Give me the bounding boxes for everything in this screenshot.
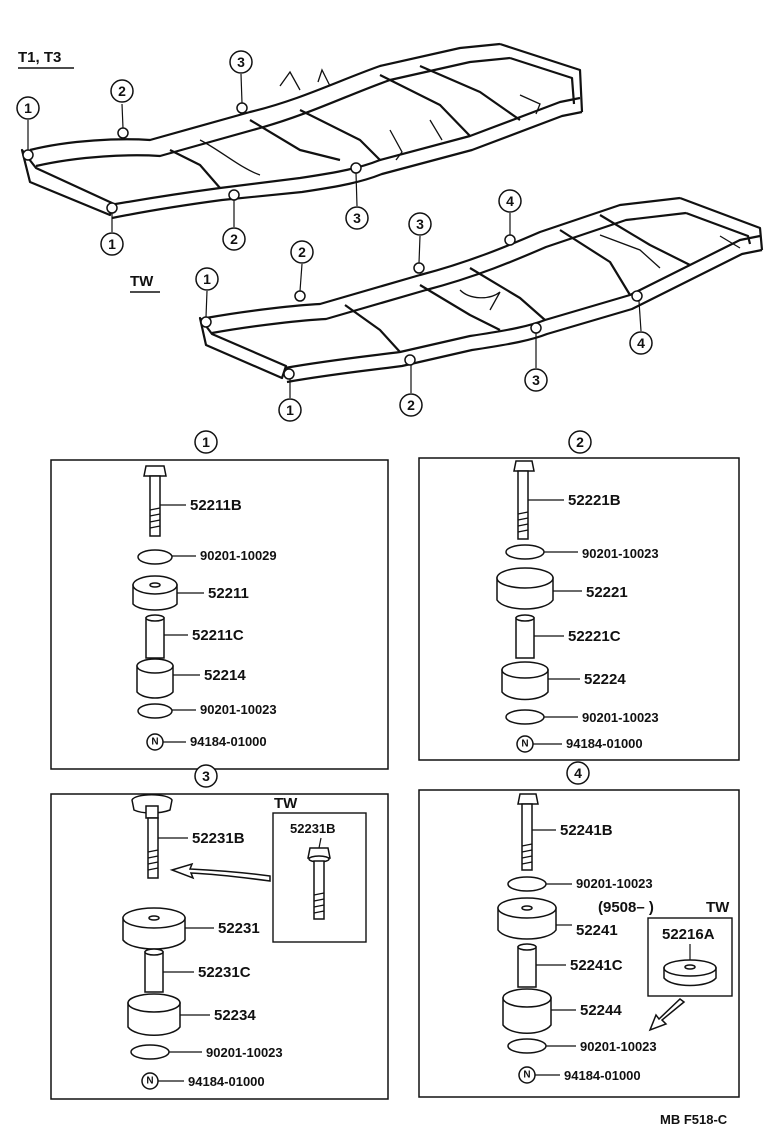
part-52211b: 52211B: [190, 497, 242, 514]
nut-symbol: N: [146, 1076, 153, 1087]
label-t1-t3: T1, T3: [18, 49, 61, 66]
callout-1: 1: [203, 271, 211, 287]
part-52234: 52234: [214, 1007, 256, 1024]
part-52221: 52221: [586, 584, 628, 601]
frame-tw: [198, 196, 764, 384]
part-52241: 52241: [576, 922, 618, 939]
part-94184-01000: 94184-01000: [564, 1068, 641, 1083]
part-52211: 52211: [208, 585, 249, 602]
callout-3: 3: [353, 210, 361, 226]
callout-2: 2: [298, 244, 306, 260]
callout-2: 2: [118, 83, 126, 99]
label-tw: TW: [130, 273, 154, 290]
part-94184-01000: 94184-01000: [190, 734, 267, 749]
callout-3: 3: [237, 54, 245, 70]
part-52244: 52244: [580, 1002, 622, 1019]
footer-code: MB F518-C: [660, 1112, 728, 1127]
callouts-frame-t1-t3: 1 2 3 1 2 3: [16, 50, 369, 256]
part-94184-01000: 94184-01000: [566, 736, 643, 751]
detail-box-4: 4 52241B 90201-10023 52241 52241C 52244 …: [418, 761, 740, 1098]
callout-1: 1: [108, 236, 116, 252]
box-3-title: 3: [202, 768, 210, 784]
callout-2: 2: [407, 397, 415, 413]
callouts-frame-tw: 1 2 3 4 1 2 3 4: [195, 189, 653, 422]
inset-part-52216a: 52216A: [662, 926, 715, 943]
detail-box-3: 3 52231B TW 52231B 52231 52231C: [50, 764, 389, 1100]
part-90201-10023: 90201-10023: [582, 710, 659, 725]
part-90201-10023: 90201-10023: [200, 702, 277, 717]
part-52231b: 52231B: [192, 830, 245, 847]
inset-note-date: (9508– ): [598, 899, 654, 916]
box-4-title: 4: [574, 765, 582, 781]
part-90201-10023-top: 90201-10023: [582, 546, 659, 561]
callout-3: 3: [532, 372, 540, 388]
inset-part-52231b: 52231B: [290, 821, 336, 836]
part-90201-10029: 90201-10029: [200, 548, 277, 563]
part-52214: 52214: [204, 667, 246, 684]
callout-3: 3: [416, 216, 424, 232]
part-52241c: 52241C: [570, 957, 623, 974]
part-52231c: 52231C: [198, 964, 251, 981]
part-90201-10023-top: 90201-10023: [576, 876, 653, 891]
part-52221b: 52221B: [568, 492, 621, 509]
part-52231: 52231: [218, 920, 260, 937]
part-90201-10023: 90201-10023: [206, 1045, 283, 1060]
callout-1: 1: [286, 402, 294, 418]
inset-label-tw: TW: [274, 795, 298, 812]
part-52224: 52224: [584, 671, 626, 688]
part-52221c: 52221C: [568, 628, 621, 645]
detail-box-1: 1 52211B 90201-10029 52211 52211C 52214 …: [50, 430, 389, 770]
box-1-title: 1: [202, 434, 210, 450]
part-90201-10023: 90201-10023: [580, 1039, 657, 1054]
inset-label-tw: TW: [706, 899, 730, 916]
callout-4: 4: [506, 193, 514, 209]
nut-symbol: N: [151, 737, 158, 748]
nut-symbol: N: [521, 739, 528, 750]
part-52241b: 52241B: [560, 822, 613, 839]
callout-2: 2: [230, 231, 238, 247]
nut-symbol: N: [523, 1070, 530, 1081]
callout-4: 4: [637, 335, 645, 351]
part-94184-01000: 94184-01000: [188, 1074, 265, 1089]
callout-1: 1: [24, 100, 32, 116]
frame-t1-t3: [20, 42, 584, 220]
part-52211c: 52211C: [192, 627, 244, 644]
box-2-title: 2: [576, 434, 584, 450]
detail-box-2: 2 52221B 90201-10023 52221 52221C 52224 …: [418, 430, 740, 761]
